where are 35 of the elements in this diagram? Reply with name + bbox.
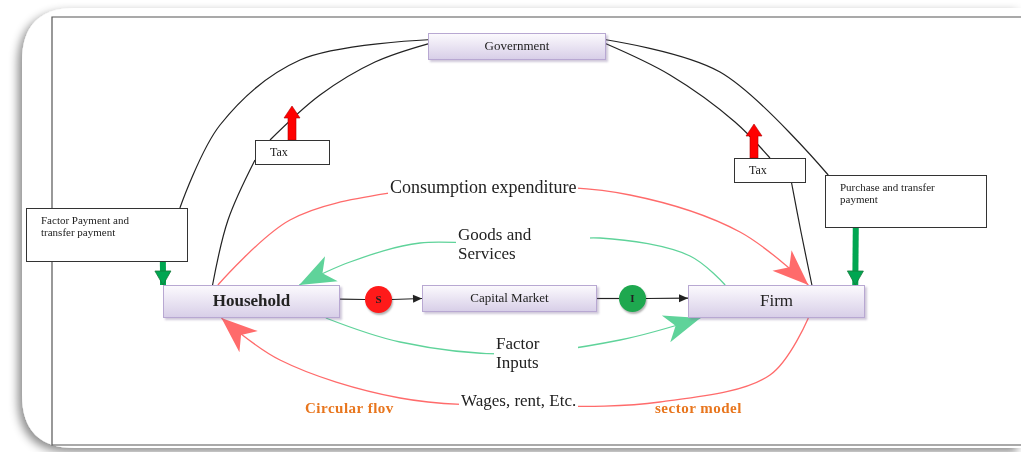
connector-line (339, 298, 366, 301)
text-box (26, 208, 188, 262)
node-label: Household (212, 292, 291, 311)
edge-label: Consumption expenditure (388, 178, 579, 198)
edge-label: Wages, rent, Etc. (459, 392, 579, 411)
arrow (391, 294, 423, 303)
process-box (422, 285, 597, 312)
node-label: Capital Market (470, 291, 549, 306)
connector-line (211, 159, 256, 286)
process-box (163, 285, 340, 318)
node-label: Factor Payment and transfer payment (41, 214, 130, 239)
connector-line (179, 39, 429, 209)
block-arrow (154, 262, 172, 286)
process-box (688, 285, 865, 318)
process-box (428, 33, 606, 60)
block-arrow (847, 227, 864, 286)
connector-line (596, 297, 620, 300)
node-label: Tax (270, 146, 288, 160)
node-label: Firm (759, 292, 794, 311)
text-box (825, 175, 987, 228)
edge-label: Factor Inputs (494, 335, 578, 373)
caption-fragment: Circular flov (305, 400, 394, 417)
node-label: Purchase and transfer payment (840, 181, 936, 206)
node-label: Tax (749, 164, 767, 178)
arrow (645, 294, 689, 303)
connector-line (605, 39, 829, 176)
caption-fragment: sector model (655, 400, 742, 417)
connector-line (791, 182, 813, 286)
text-box (255, 140, 330, 165)
node-label: Government (484, 39, 550, 54)
connector-line (605, 43, 771, 159)
connector-line (269, 43, 429, 141)
text-box (734, 158, 806, 183)
node-label: I (630, 292, 635, 305)
node-label: S (375, 293, 382, 306)
